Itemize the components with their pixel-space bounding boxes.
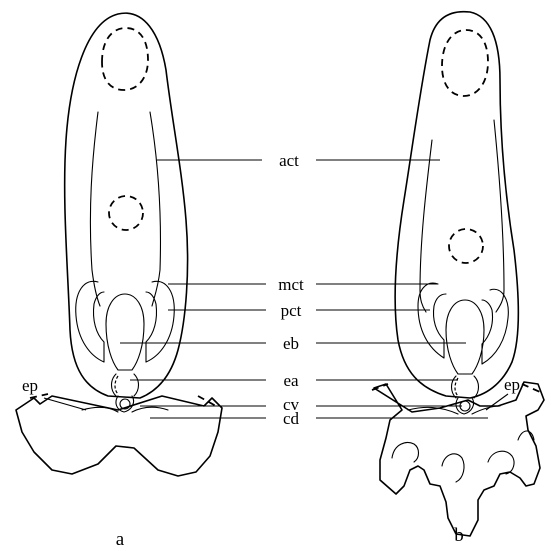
specimen-b-base-break-left (372, 384, 388, 390)
specimen-a-ea-left (112, 374, 117, 396)
specimen-b-middle-circle (449, 229, 483, 263)
specimen-b-ea-right (474, 376, 479, 398)
specimen-b-mct-right (482, 289, 508, 364)
label-eb: eb (283, 334, 299, 353)
specimen-b-top-oval (442, 30, 488, 96)
specimen-a-body (65, 13, 188, 398)
leader-lines (44, 160, 508, 418)
specimen-b-eb (446, 300, 484, 374)
panel-label-a: a (116, 529, 125, 550)
label-ep-left: ep (22, 376, 38, 395)
labels: act mct pct eb ea cv cd ep ep (22, 151, 520, 428)
specimen-b (372, 12, 544, 536)
specimen-a-eb (106, 294, 144, 370)
specimen-a-act-line-right (150, 112, 161, 306)
specimen-b-body (395, 12, 518, 398)
specimen-a-ea-dash (115, 376, 118, 394)
panel-label-b: b (454, 525, 464, 546)
label-mct: mct (278, 275, 304, 294)
label-pct: pct (281, 301, 302, 320)
label-cd: cd (283, 409, 300, 428)
specimen-a-cd-right (132, 407, 168, 412)
specimen-a-mct-right (146, 281, 174, 362)
specimen-a (16, 13, 222, 476)
specimen-b-mct-left (418, 283, 446, 358)
specimen-a-ea-right (134, 374, 139, 396)
specimen-b-ea-dash (455, 378, 458, 396)
specimen-a-mct-left (76, 281, 104, 362)
specimen-b-process-3 (488, 451, 514, 474)
specimen-b-ea-left (452, 376, 457, 398)
specimen-b-process-1 (392, 443, 419, 462)
specimen-a-middle-circle (109, 196, 143, 230)
label-ea: ea (283, 371, 299, 390)
specimen-a-act-line-left (90, 112, 100, 306)
specimen-b-base (374, 382, 544, 536)
specimen-a-cd-left (82, 407, 118, 412)
leader-ep-left (44, 398, 86, 410)
specimen-b-base-break-right (522, 384, 540, 392)
specimen-b-process-2 (442, 454, 464, 482)
specimen-a-top-oval (102, 28, 148, 90)
label-act: act (279, 151, 299, 170)
panel-letters: a b (116, 525, 464, 550)
specimen-b-act-line-left (420, 140, 432, 312)
leader-ep-right (486, 394, 508, 410)
specimen-a-cv (116, 396, 134, 412)
label-ep-right: ep (504, 375, 520, 394)
specimen-a-base (16, 396, 222, 476)
